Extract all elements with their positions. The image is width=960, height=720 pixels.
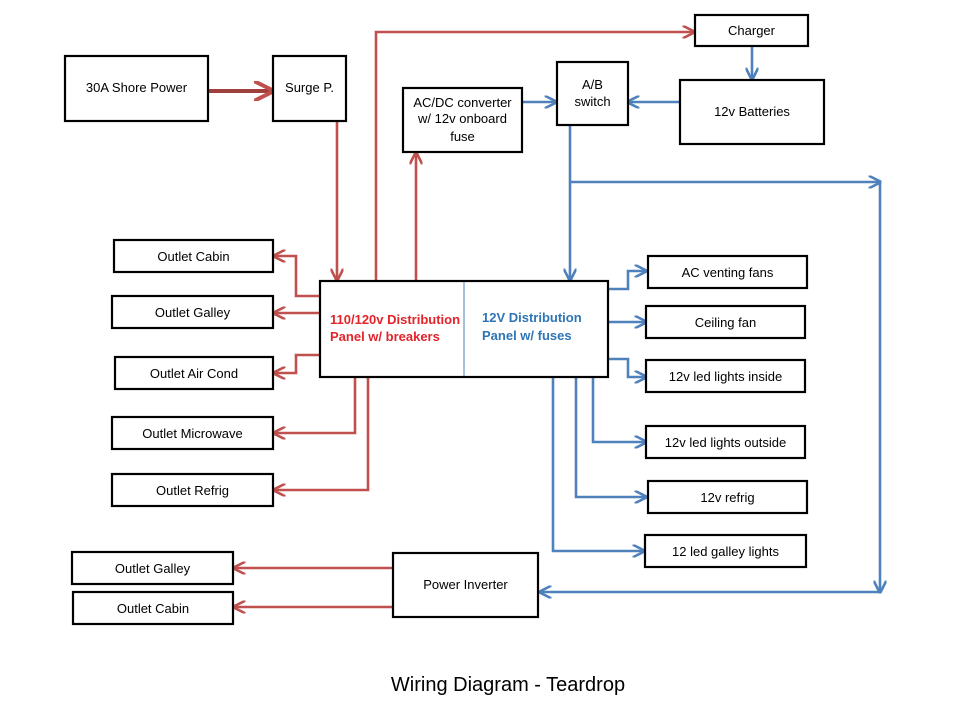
converter-label-line3: fuse [450,129,475,144]
surge-label: Surge P. [285,80,334,95]
node-ceiling-fan: Ceiling fan [644,304,807,340]
wire-panel-to-led-inside [608,357,646,377]
wire-panel-to-outlet-aircond [274,353,320,373]
node-batteries: 12v Batteries [678,78,826,146]
converter-label-line2: w/ 12v onboard [417,111,507,126]
batteries-label: 12v Batteries [714,104,790,119]
ceiling-fan-label: Ceiling fan [695,315,756,330]
refrig-12v-label: 12v refrig [700,490,754,505]
dc-wires [522,47,880,592]
node-galley-lights: 12 led galley lights [643,533,808,569]
node-outlet-aircond: Outlet Air Cond [113,355,275,391]
wire-panel-to-outlet-refrig [274,377,370,490]
converter-label-line1: AC/DC converter [413,95,512,110]
ac-wires [208,32,694,607]
charger-label: Charger [728,23,776,38]
wire-panel-to-outlet-microwave [274,377,357,433]
led-inside-label: 12v led lights inside [669,369,782,384]
dc-panel-label-line2: Panel w/ fuses [482,328,572,343]
ac-panel-label-line1: 110/120v Distribution [330,312,460,327]
ac-fans-label: AC venting fans [682,265,774,280]
node-surge-protector: Surge P. [271,54,348,123]
node-outlet-galley: Outlet Galley [110,294,275,330]
wire-panel-to-ac-fans [608,271,646,291]
node-led-inside: 12v led lights inside [644,358,807,394]
node-converter: AC/DC converter w/ 12v onboard fuse [401,86,524,154]
node-inverter-outlet-galley: Outlet Galley [70,550,235,586]
wire-panel-to-led-outside [591,377,646,442]
wire-panel-to-charger [374,32,694,280]
outlet-cabin-label: Outlet Cabin [157,249,229,264]
node-shore-power: 30A Shore Power [63,54,210,123]
ac-panel-label-line2: Panel w/ breakers [330,329,440,344]
shore-power-label: 30A Shore Power [86,80,188,95]
node-charger: Charger [693,13,810,48]
outlet-microwave-label: Outlet Microwave [142,426,242,441]
wire-panel-to-refrig [574,377,646,497]
node-distribution-panel: 110/120v Distribution Panel w/ breakers … [318,279,610,379]
outlet-aircond-label: Outlet Air Cond [150,366,238,381]
node-ab-switch: A/B switch [555,60,630,127]
ab-switch-label-line1: A/B [582,77,603,92]
led-outside-label: 12v led lights outside [665,435,786,450]
node-outlet-refrig: Outlet Refrig [110,472,275,508]
node-outlet-cabin: Outlet Cabin [112,238,275,274]
ab-switch-label-line2: switch [574,94,610,109]
node-led-outside: 12v led lights outside [644,424,807,460]
wire-panel-to-galley-lights [551,377,644,551]
dc-panel-label-line1: 12V Distribution [482,310,582,325]
inverter-label: Power Inverter [423,577,508,592]
wire-panel-to-outlet-cabin [274,256,320,298]
node-ac-venting-fans: AC venting fans [646,254,809,290]
inv-outlet-galley-label: Outlet Galley [115,561,191,576]
outlet-galley-label: Outlet Galley [155,305,231,320]
node-refrig-12v: 12v refrig [646,479,809,515]
node-inverter-outlet-cabin: Outlet Cabin [71,590,235,626]
node-power-inverter: Power Inverter [391,551,540,619]
inv-outlet-cabin-label: Outlet Cabin [117,601,189,616]
node-outlet-microwave: Outlet Microwave [110,415,275,451]
outlet-refrig-label: Outlet Refrig [156,483,229,498]
diagram-title: Wiring Diagram - Teardrop [391,674,625,696]
galley-lights-label: 12 led galley lights [672,544,779,559]
